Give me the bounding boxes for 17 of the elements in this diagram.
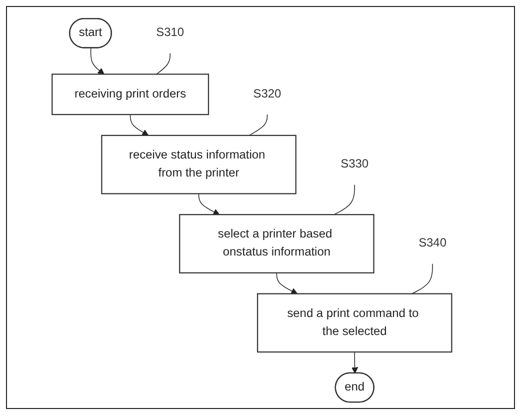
arrow — [130, 114, 149, 136]
node-box: select a printer based onstatus information — [179, 214, 374, 274]
arrow — [352, 352, 358, 374]
connector — [412, 264, 433, 294]
connector — [156, 52, 170, 75]
connector — [334, 184, 355, 215]
arrow — [90, 48, 104, 74]
node-text: S320 — [253, 88, 282, 100]
node-text: S330 — [340, 158, 369, 171]
connector — [248, 114, 268, 136]
node-box: receive status information from the printer — [101, 134, 296, 194]
node-box: send a print command to the selected — [256, 293, 452, 353]
node-text: S340 — [418, 236, 446, 250]
arrow — [276, 272, 298, 294]
arrow — [198, 193, 220, 215]
node-box: receiving print orders — [52, 74, 210, 116]
node-text: S310 — [156, 26, 184, 40]
